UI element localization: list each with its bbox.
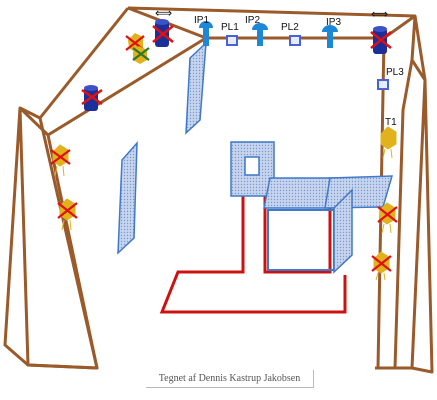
pl3-light-icon [377, 79, 389, 90]
pipe-left [159, 190, 347, 314]
arrow-left-icon: ⟺ [155, 6, 172, 20]
label-ip3: IP3 [326, 17, 341, 28]
panel-front-side [333, 188, 353, 274]
sensor-left-2 [57, 198, 78, 231]
left-beam-lower [47, 36, 207, 137]
panel-left [117, 140, 138, 255]
sensor-right-2 [371, 251, 392, 281]
camera-top-right [370, 26, 392, 54]
label-ip2: IP2 [245, 15, 260, 26]
panel-tall-top [185, 41, 207, 135]
label-pl3: PL3 [386, 67, 404, 78]
label-t1: T1 [385, 117, 397, 128]
pipes [159, 190, 347, 314]
camera-top-left [152, 19, 174, 47]
left-beam [38, 7, 130, 119]
right-leg-outer [411, 15, 434, 374]
pipe-right [263, 190, 332, 274]
sensor-top-left-2 [132, 46, 150, 64]
panel-long-top-right [324, 175, 394, 209]
sensor-right-1 [377, 202, 398, 234]
ip1-lamp-icon [199, 21, 213, 46]
arrow-right-icon: ⟺ [371, 7, 388, 21]
panel-front [267, 209, 335, 271]
label-pl1: PL1 [221, 22, 239, 33]
camera-left [81, 85, 103, 111]
panel-center-window [244, 156, 260, 176]
pl2-light-icon [289, 35, 301, 46]
sensor-t1 [380, 126, 397, 159]
panels [117, 41, 394, 274]
pl1-light-icon [226, 35, 238, 46]
caption: Tegnet af Dennis Kastrup Jakobsen [146, 370, 314, 388]
sensor-left-1 [50, 144, 71, 177]
label-pl2: PL2 [281, 22, 299, 33]
left-leg-inner [18, 106, 99, 370]
ip2-lamp-icon [252, 23, 268, 46]
ip3-lamp-icon [322, 25, 338, 48]
label-ip1: IP1 [194, 15, 209, 26]
